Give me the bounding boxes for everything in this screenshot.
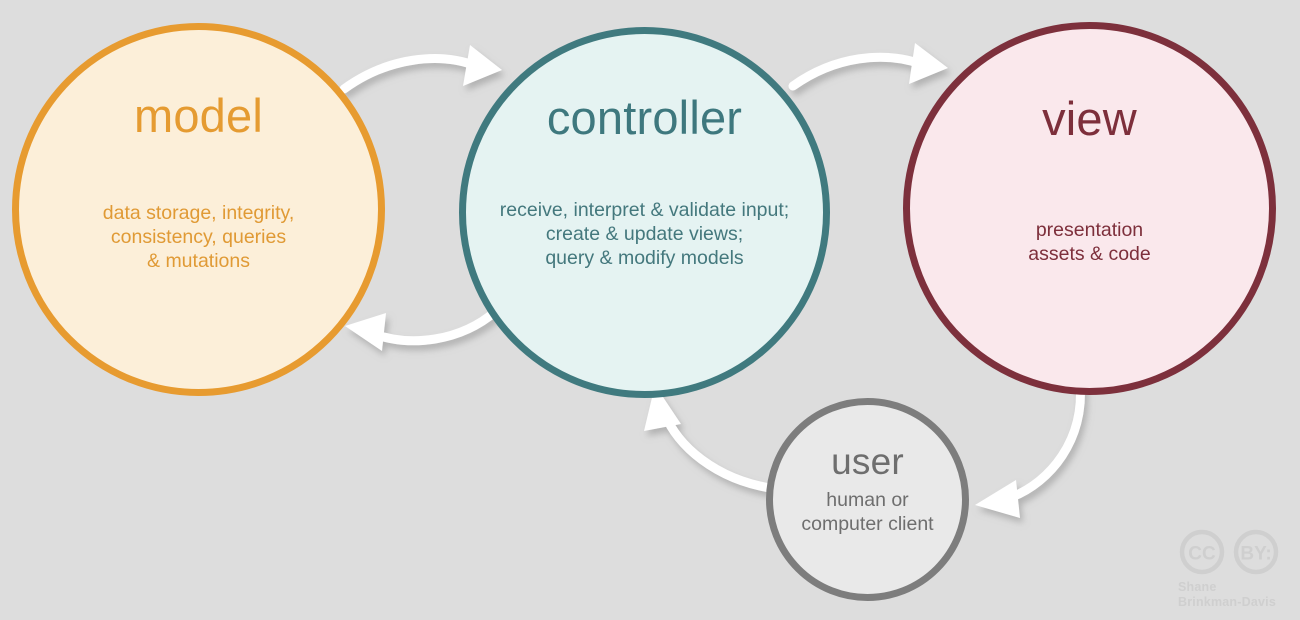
by-mark-label: BY: — [1240, 544, 1271, 565]
node-view-description-line: presentation — [1035, 219, 1144, 241]
node-controller-description-line: create & update views; — [545, 222, 744, 245]
creative-commons-icon: CC — [1179, 529, 1225, 575]
node-controller[interactable]: controller receive, interpret & validate… — [459, 27, 830, 398]
arrow-user-to-controller — [644, 385, 775, 493]
cc-mark-label: CC — [1188, 544, 1216, 565]
node-view-description: presentation assets & code — [1028, 219, 1150, 267]
license-author-line2: Brinkman-Davis — [1178, 594, 1276, 609]
node-model-description-line: consistency, queries — [110, 225, 287, 248]
node-user[interactable]: user human or computer client — [766, 398, 969, 601]
node-controller-description-line: query & modify models — [545, 246, 744, 269]
cc-marks: CC BY: — [1178, 528, 1288, 576]
node-user-description: human or computer client — [801, 489, 933, 537]
node-controller-description-line: receive, interpret & validate input; — [499, 199, 790, 221]
creative-commons-badge: CC BY: Shane Brinkman-Davis — [1178, 528, 1288, 610]
arrow-controller-to-view — [788, 43, 948, 91]
node-controller-title: controller — [546, 91, 743, 144]
node-user-description-line: human or — [826, 489, 909, 511]
arrow-view-to-user — [975, 378, 1085, 518]
node-user-title: user — [831, 441, 904, 482]
node-view-description-line: assets & code — [1028, 242, 1151, 265]
attribution-by-icon: BY: — [1233, 529, 1279, 575]
node-model[interactable]: model data storage, integrity, consisten… — [12, 23, 385, 396]
node-view[interactable]: view presentation assets & code — [903, 22, 1276, 395]
node-model-description-line: data storage, integrity, — [102, 202, 295, 224]
node-view-title: view — [1042, 92, 1137, 145]
arrow-controller-to-model — [345, 306, 501, 351]
node-controller-description: receive, interpret & validate input; cre… — [500, 199, 789, 270]
node-model-description: data storage, integrity, consistency, qu… — [103, 202, 295, 273]
arrow-model-to-controller — [339, 45, 502, 94]
node-model-title: model — [133, 89, 263, 142]
node-model-description-line: & mutations — [147, 249, 250, 272]
license-attribution: Shane Brinkman-Davis — [1178, 580, 1288, 610]
node-user-description-line: computer client — [801, 512, 934, 535]
license-author-line1: Shane — [1178, 580, 1217, 594]
